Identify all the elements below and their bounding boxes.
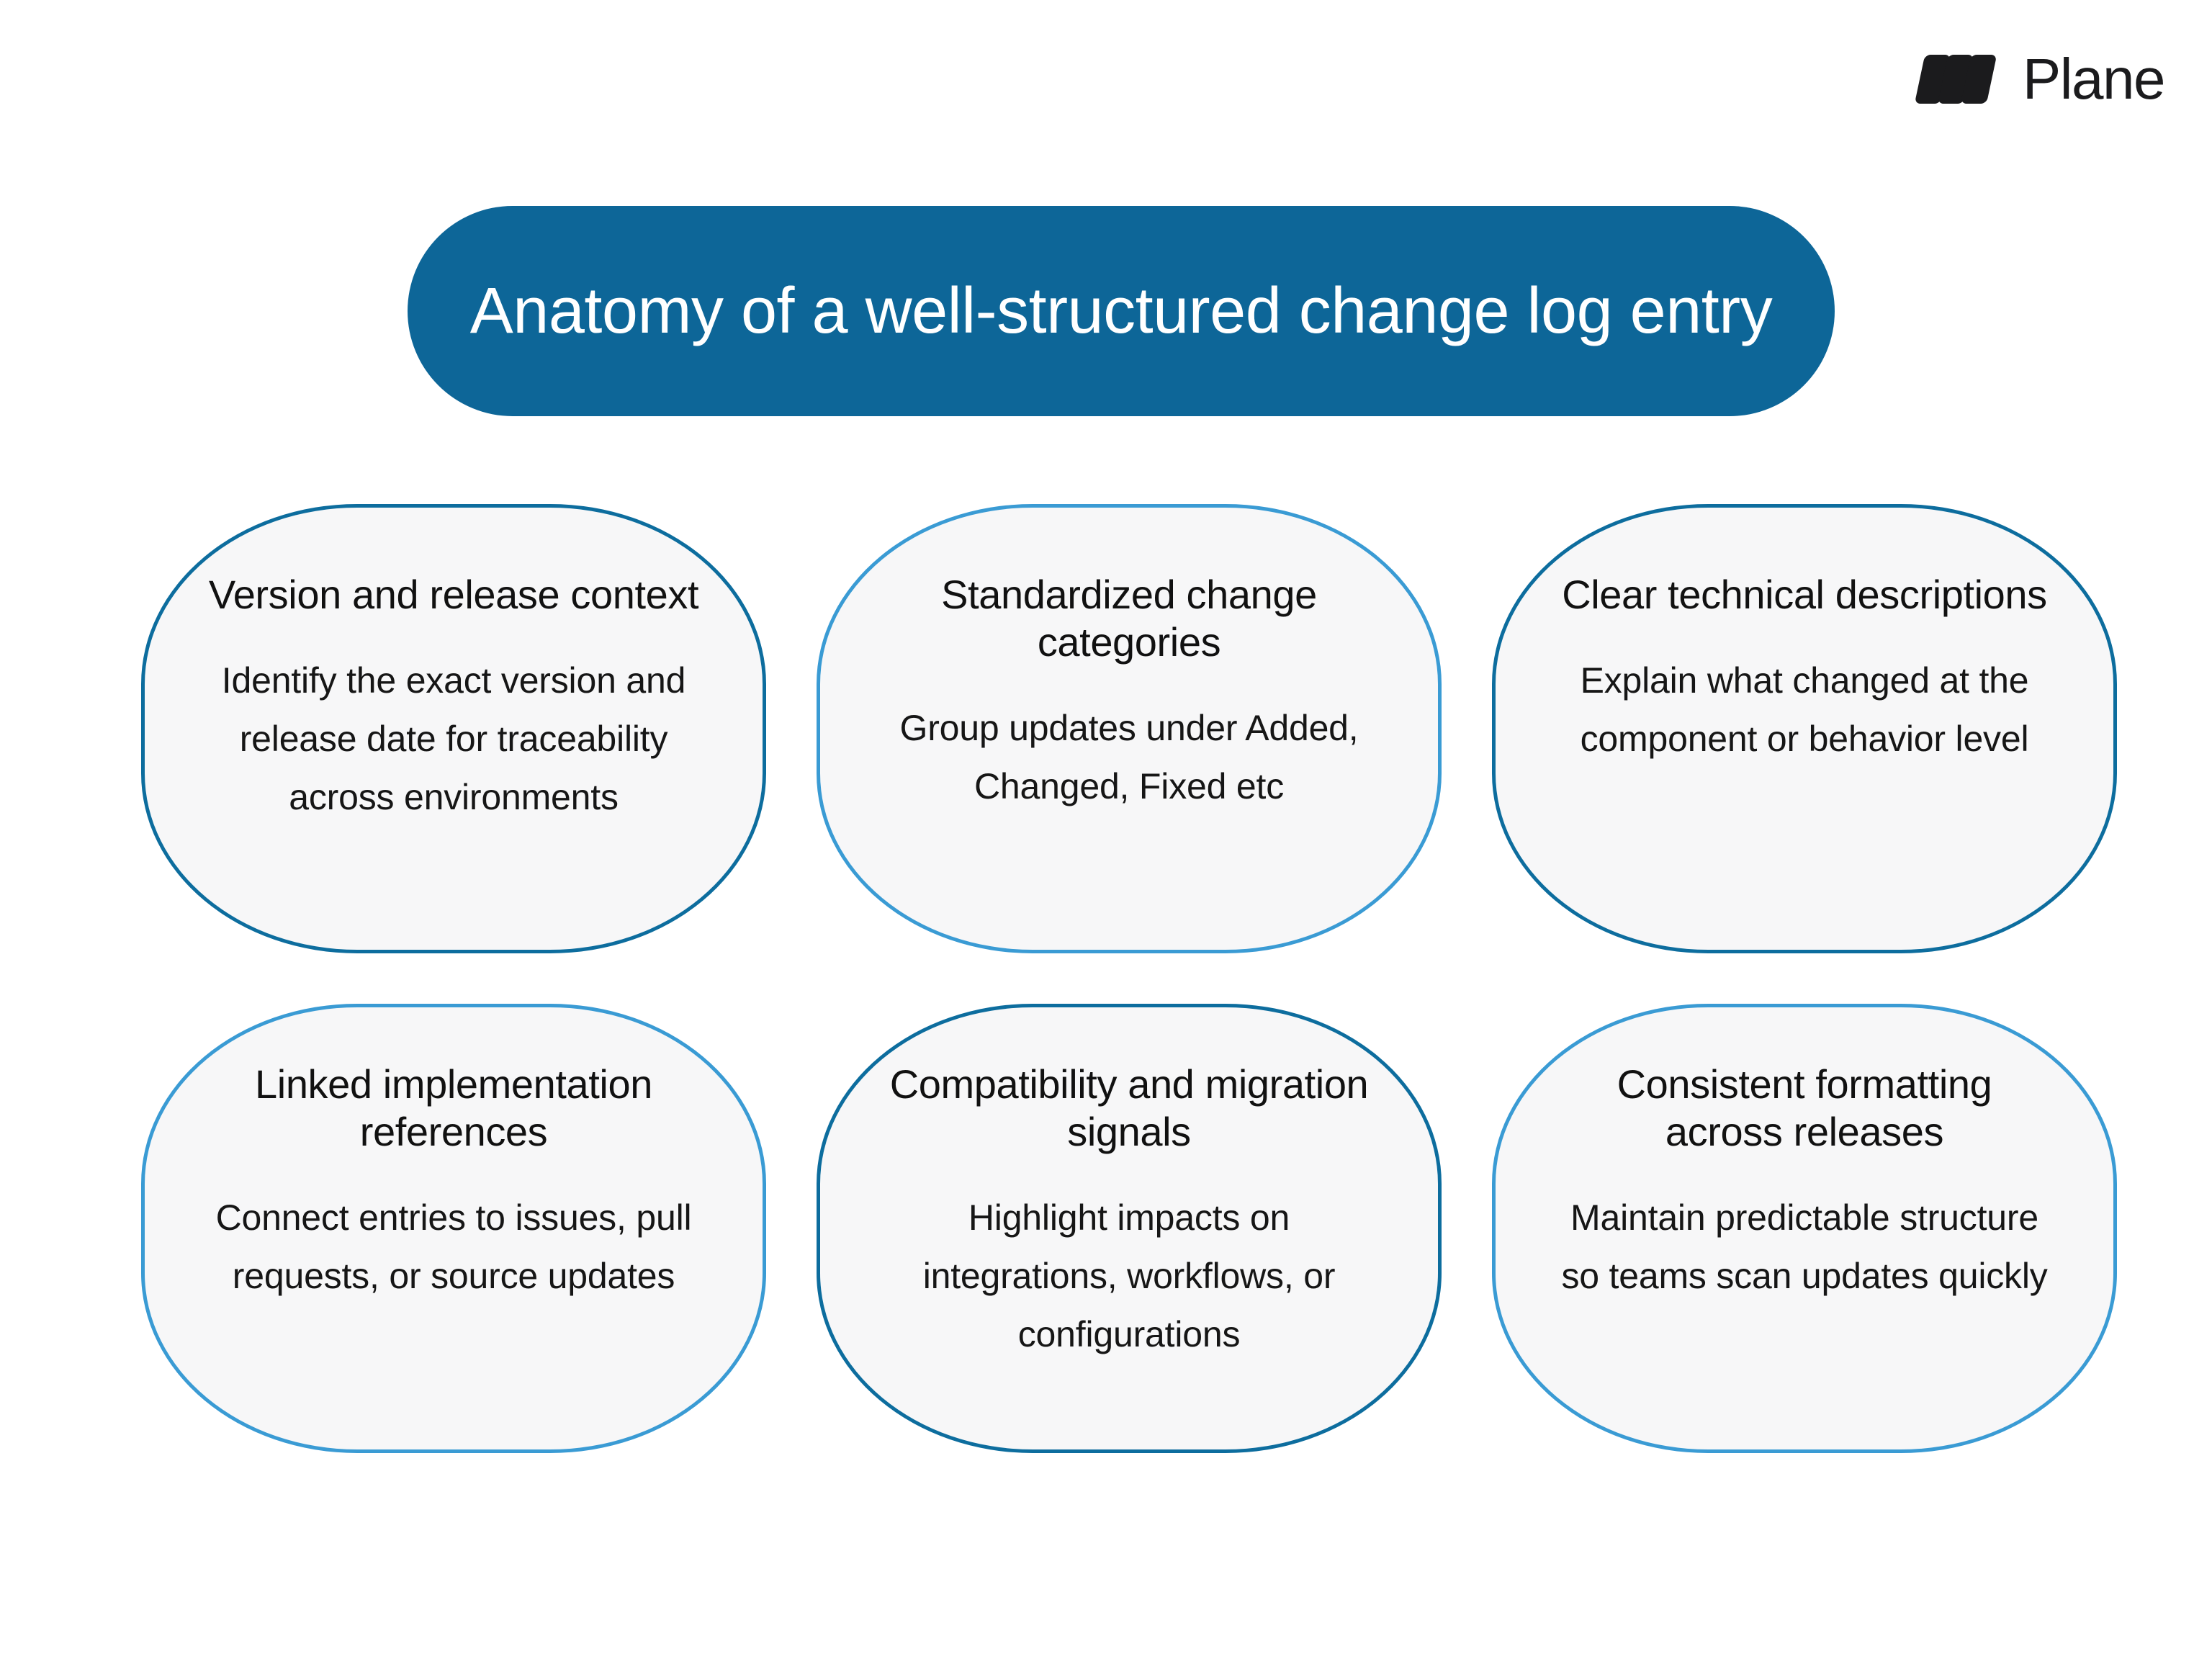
card-version-and-release-context: Version and release context Identify the…: [141, 504, 766, 953]
brand-logo: Plane: [1915, 47, 2166, 111]
card-consistent-formatting-across-releases: Consistent formatting across releases Ma…: [1492, 1004, 2117, 1453]
card-title: Clear technical descriptions: [1562, 572, 2047, 617]
card-linked-implementation-references: Linked implementation references Connect…: [141, 1004, 766, 1453]
plane-logo-icon: [1915, 49, 2004, 109]
card-body: Maintain predictable structure so teams …: [1561, 1197, 2048, 1297]
card-standardized-change-categories: Standardized change categories Group upd…: [817, 504, 1442, 953]
card-title: Linked implementation references: [255, 1061, 652, 1155]
card-clear-technical-descriptions: Clear technical descriptions Explain wha…: [1492, 504, 2117, 953]
card-body: Explain what changed at the component or…: [1580, 660, 2029, 760]
card-body: Connect entries to issues, pull requests…: [215, 1197, 692, 1297]
card-title: Consistent formatting across releases: [1617, 1061, 1992, 1155]
card-title: Compatibility and migration signals: [889, 1061, 1369, 1155]
card-body: Group updates under Added, Changed, Fixe…: [899, 708, 1359, 807]
title-banner: Anatomy of a well-structured change log …: [408, 206, 1835, 416]
card-title: Version and release context: [208, 572, 699, 617]
card-body: Highlight impacts on integrations, workf…: [922, 1197, 1336, 1355]
card-title: Standardized change categories: [941, 572, 1317, 665]
card-grid: Version and release context Identify the…: [141, 504, 2117, 1453]
card-body: Identify the exact version and release d…: [221, 660, 686, 818]
page-title: Anatomy of a well-structured change log …: [469, 274, 1773, 347]
brand-name: Plane: [2022, 47, 2166, 111]
card-compatibility-and-migration-signals: Compatibility and migration signals High…: [817, 1004, 1442, 1453]
